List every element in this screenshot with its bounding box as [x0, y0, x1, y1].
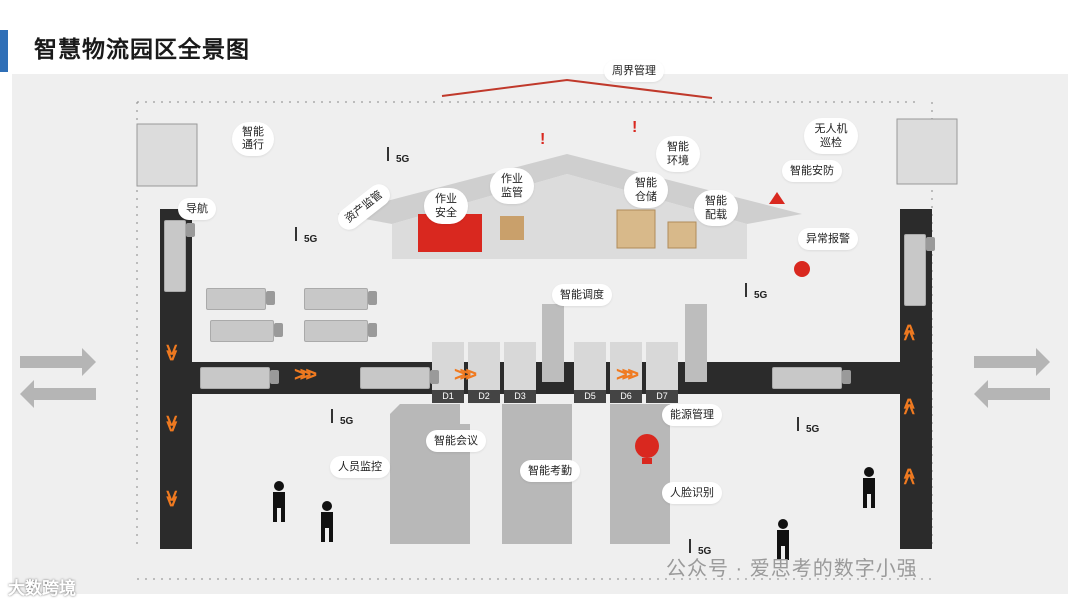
truck — [772, 367, 851, 389]
truck — [304, 320, 377, 342]
truck — [360, 367, 439, 389]
label-personnel: 人员监控 — [330, 456, 390, 478]
truck — [164, 220, 195, 292]
label-dispatch: 智能调度 — [552, 284, 612, 306]
direction-chevrons: >> — [899, 473, 922, 486]
label-face-id: 人脸识别 — [662, 482, 722, 504]
dock-label: D5 — [574, 390, 606, 403]
label-alarm: 异常报警 — [798, 228, 858, 250]
label-smart-security: 智能安防 — [782, 160, 842, 182]
label-drone-patrol: 无人机巡检 — [804, 118, 858, 154]
truck — [210, 320, 283, 342]
direction-chevrons: >> — [160, 343, 183, 356]
person-icon — [777, 519, 789, 560]
label-energy: 能源管理 — [662, 404, 722, 426]
signal-5g-icon: 5G — [791, 414, 820, 435]
signal-5g-icon: 5G — [381, 144, 410, 165]
page-title: 智慧物流园区全景图 — [34, 36, 250, 62]
dock-label: D6 — [610, 390, 642, 403]
direction-chevrons: >> — [160, 489, 183, 502]
dock-label: D3 — [504, 390, 536, 403]
dock-label: D1 — [432, 390, 464, 403]
truck — [304, 288, 377, 310]
label-smart-env: 智能环境 — [656, 136, 700, 172]
direction-chevrons: >>> — [454, 364, 477, 386]
signal-5g-icon: 5G — [325, 406, 354, 427]
person-icon — [863, 467, 875, 508]
truck — [904, 234, 935, 306]
label-meeting: 智能会议 — [426, 430, 486, 452]
wechat-watermark: 公众号 · 爱思考的数字小强 — [666, 558, 918, 580]
label-attendance: 智能考勤 — [520, 460, 580, 482]
signal-5g-icon: 5G — [289, 224, 318, 245]
svg-text:!: ! — [632, 119, 637, 136]
dock-label: D2 — [468, 390, 500, 403]
truck — [200, 367, 279, 389]
direction-chevrons: >>> — [294, 364, 317, 386]
truck — [206, 288, 275, 310]
svg-text:!: ! — [540, 131, 545, 148]
label-perimeter: 周界管理 — [604, 60, 664, 82]
person-icon — [273, 481, 285, 522]
direction-chevrons: >> — [899, 329, 922, 342]
corner-watermark: 大数跨境 — [8, 579, 76, 598]
office-building-3 — [610, 404, 670, 544]
direction-chevrons: >>> — [616, 364, 639, 386]
label-smart-loading: 智能配载 — [694, 190, 738, 226]
signal-5g-icon: 5G — [683, 536, 712, 557]
direction-chevrons: >> — [899, 403, 922, 416]
office-building-1 — [390, 404, 470, 544]
label-work-safety: 作业安全 — [424, 188, 468, 224]
label-smart-gate: 智能通行 — [232, 122, 274, 156]
signal-5g-icon: 5G — [739, 280, 768, 301]
label-navigation: 导航 — [178, 198, 216, 220]
label-work-supervision: 作业监管 — [490, 168, 534, 204]
person-icon — [321, 501, 333, 542]
title-accent-bar — [0, 30, 8, 72]
dock-label: D7 — [646, 390, 678, 403]
direction-chevrons: >> — [160, 414, 183, 427]
park-panorama-canvas: ! ! D1 D2 D3 D5 D6 D7 >>> >>> >>> >> >> — [12, 60, 1068, 594]
label-smart-storage: 智能仓储 — [624, 172, 668, 208]
